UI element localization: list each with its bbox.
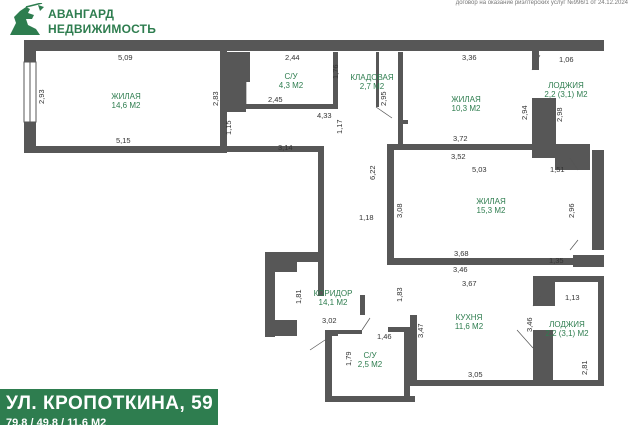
dim-label: 1,06 xyxy=(559,55,574,64)
brand-name-line2: НЕДВИЖИМОСТЬ xyxy=(48,22,157,36)
dim-label: 2,93 xyxy=(37,89,46,104)
dim-label: 5,15 xyxy=(116,136,131,145)
dim-label: 4,33 xyxy=(317,111,332,120)
room-living2-area: 10,3 М2 xyxy=(452,104,481,113)
room-storage-name: КЛАДОВАЯ xyxy=(350,73,394,82)
room-loggia2-area: 2,2 (3,1) М2 xyxy=(545,329,589,338)
dim-label: 2,95 xyxy=(379,91,388,106)
dim-label: 2,96 xyxy=(567,203,576,218)
dim-label: 5,03 xyxy=(472,165,487,174)
dim-label: 2,44 xyxy=(285,53,300,62)
dim-label: 3,02 xyxy=(322,316,337,325)
door-swings xyxy=(223,54,579,351)
dim-label: 3,46 xyxy=(453,265,468,274)
address-banner: УЛ. КРОПОТКИНА, 59 79,8 / 49,8 / 11,6 М2 xyxy=(0,389,218,425)
dim-label: 2,45 xyxy=(268,95,283,104)
dim-label: 3,08 xyxy=(395,203,404,218)
brand-name-line1: АВАНГАРД xyxy=(48,7,115,21)
dimension-labels: 5,09 2,93 2,83 5,15 2,44 1,76 2,45 4,33 … xyxy=(37,53,589,379)
dim-label: 1,35 xyxy=(549,256,564,265)
room-living1-area: 14,6 М2 xyxy=(112,101,141,110)
room-wc-area: 2,5 М2 xyxy=(358,360,383,369)
room-loggia1-name: ЛОДЖИЯ xyxy=(548,81,584,90)
dim-label: 1,18 xyxy=(359,213,374,222)
dim-label: 3,14 xyxy=(278,143,293,152)
dim-label: 3,67 xyxy=(462,279,477,288)
room-loggia2-name: ЛОДЖИЯ xyxy=(549,320,585,329)
brand-logo: АВАНГАРД НЕДВИЖИМОСТЬ xyxy=(6,3,166,39)
room-living3-name: ЖИЛАЯ xyxy=(476,197,506,206)
address-title: УЛ. КРОПОТКИНА, 59 xyxy=(6,393,214,414)
room-bath-name: С/У xyxy=(284,72,298,81)
window-left xyxy=(23,61,37,123)
dim-label: 1,76 xyxy=(331,64,340,79)
room-wc-name: С/У xyxy=(363,351,377,360)
dim-label: 3,68 xyxy=(454,249,469,258)
dim-label: 1,46 xyxy=(377,332,392,341)
dim-label: 1,81 xyxy=(294,289,303,304)
dim-label: 2,83 xyxy=(211,91,220,106)
room-living3-area: 15,3 М2 xyxy=(477,206,506,215)
walls xyxy=(24,40,604,402)
room-loggia1-area: 2,2 (3,1) М2 xyxy=(544,90,588,99)
area-summary: 79,8 / 49,8 / 11,6 М2 xyxy=(6,417,107,425)
dim-label: 3,36 xyxy=(462,53,477,62)
room-living1-name: ЖИЛАЯ xyxy=(111,92,141,101)
dim-label: 3,05 xyxy=(468,370,483,379)
room-storage-area: 2,7 М2 xyxy=(360,82,385,91)
dim-label: 3,52 xyxy=(451,152,466,161)
dim-label: 3,47 xyxy=(416,323,425,338)
dim-label: 1,15 xyxy=(224,120,233,135)
dim-label: 3,72 xyxy=(453,134,468,143)
dim-label: 1,83 xyxy=(395,287,404,302)
dim-label: 3,46 xyxy=(525,317,534,332)
dim-label: 6,22 xyxy=(368,165,377,180)
room-kitchen-area: 11,6 М2 xyxy=(455,322,484,331)
dim-label: 1,17 xyxy=(335,119,344,134)
dim-label: 2,98 xyxy=(555,107,564,122)
room-corridor-name: КОРИДОР xyxy=(314,289,353,298)
room-bath-area: 4,3 М2 xyxy=(279,81,304,90)
dim-label: 1,13 xyxy=(565,293,580,302)
room-kitchen-name: КУХНЯ xyxy=(456,313,483,322)
dim-label: 2,81 xyxy=(580,360,589,375)
dim-label: 1,51 xyxy=(550,165,565,174)
dim-label: 2,94 xyxy=(520,105,529,120)
contract-note: договор на оказание риэлтерских услуг №9… xyxy=(455,0,628,6)
dim-label: 1,79 xyxy=(344,351,353,366)
dim-label: 5,09 xyxy=(118,53,133,62)
knight-horse-icon xyxy=(10,3,44,35)
room-labels: ЖИЛАЯ 14,6 М2 С/У 4,3 М2 КЛАДОВАЯ 2,7 М2… xyxy=(111,72,589,369)
room-living2-name: ЖИЛАЯ xyxy=(451,95,481,104)
room-corridor-area: 14,1 М2 xyxy=(319,298,348,307)
